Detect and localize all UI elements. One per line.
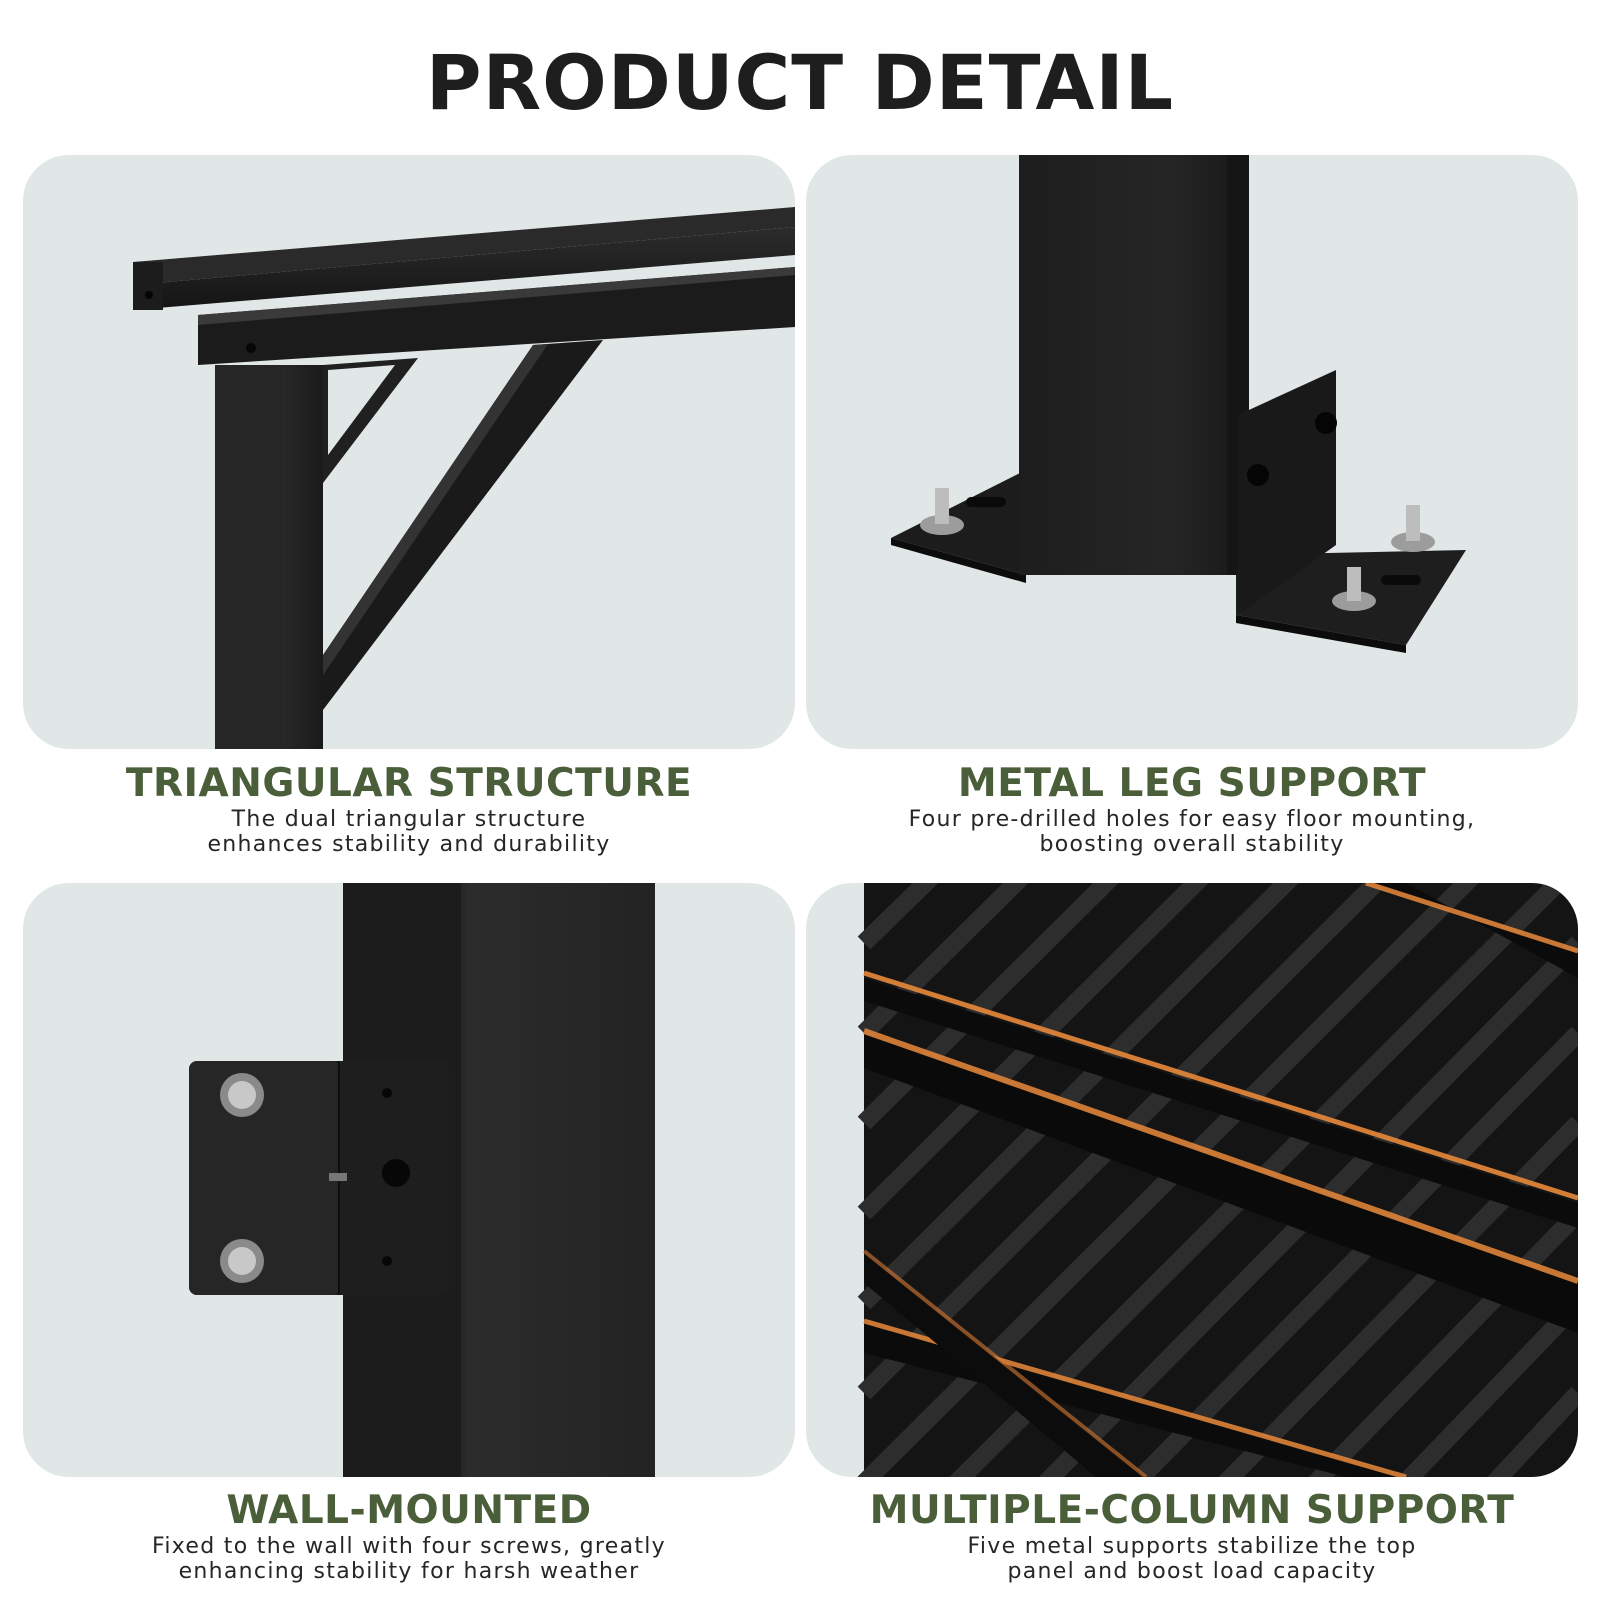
feature-description-line: boosting overall stability (1039, 832, 1345, 857)
feature-heading: TRIANGULAR STRUCTURE (125, 761, 693, 806)
page-title: PRODUCT DETAIL (425, 38, 1175, 127)
feature-description-line: enhances stability and durability (207, 832, 611, 857)
metal-leg-support-caption: METAL LEG SUPPORT Four pre-drilled holes… (806, 761, 1578, 857)
wall-mounted-image (23, 883, 795, 1477)
wall-mounted-caption: WALL-MOUNTED Fixed to the wall with four… (23, 1488, 795, 1584)
feature-description-line: Four pre-drilled holes for easy floor mo… (908, 807, 1476, 832)
feature-heading: METAL LEG SUPPORT (957, 761, 1427, 806)
feature-heading: WALL-MOUNTED (226, 1488, 592, 1533)
bolt-icon (920, 488, 964, 535)
multiple-column-support-image (806, 883, 1578, 1477)
feature-description-line: panel and boost load capacity (1007, 1559, 1377, 1584)
triangular-structure-caption: TRIANGULAR STRUCTURE The dual triangular… (23, 761, 795, 857)
feature-description-line: enhancing stability for harsh weather (178, 1559, 640, 1584)
feature-heading: MULTIPLE-COLUMN SUPPORT (869, 1488, 1515, 1533)
triangular-structure-image (23, 155, 795, 749)
feature-description-line: Fixed to the wall with four screws, grea… (151, 1534, 667, 1559)
feature-description-line: The dual triangular structure (231, 807, 587, 832)
multiple-column-support-caption: MULTIPLE-COLUMN SUPPORT Five metal suppo… (806, 1488, 1578, 1584)
metal-leg-support-image (806, 155, 1578, 749)
led-strip-icon (863, 970, 1578, 1228)
feature-description-line: Five metal supports stabilize the top (967, 1534, 1417, 1559)
